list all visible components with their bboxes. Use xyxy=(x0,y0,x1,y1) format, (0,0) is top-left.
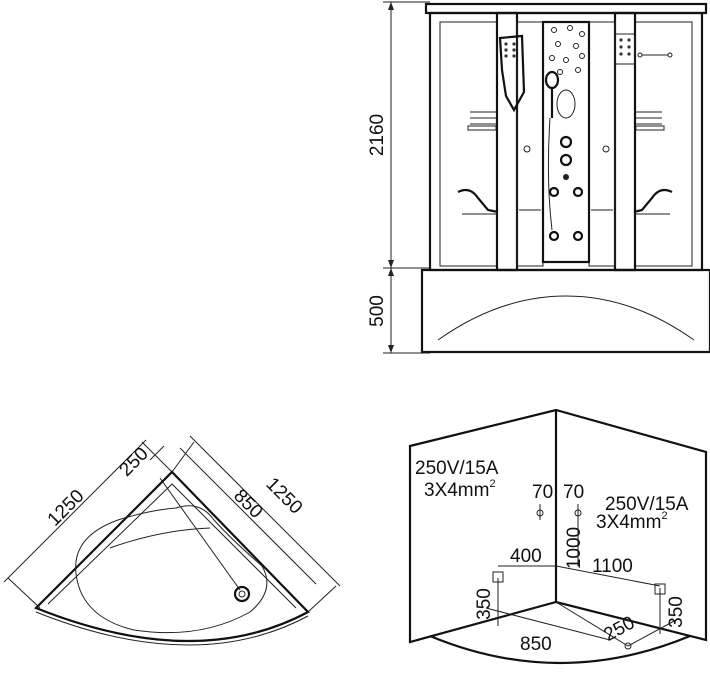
drain-dimension-line xyxy=(627,619,677,647)
tray-outline xyxy=(34,470,310,643)
extension-line xyxy=(7,577,41,609)
extension-line xyxy=(141,441,173,473)
door-knob xyxy=(602,145,610,153)
cabin-frame xyxy=(428,11,704,272)
drain-leader xyxy=(159,477,241,591)
corner-walls xyxy=(408,408,708,644)
base-height-label: 500 xyxy=(367,295,388,327)
right-door xyxy=(588,21,616,267)
left-power-line2-group: 3X4mm2 xyxy=(424,478,496,501)
control-knob xyxy=(559,153,573,167)
arrow xyxy=(388,345,394,353)
overhead-jets xyxy=(549,25,585,75)
floor-curve xyxy=(429,634,691,665)
right-socket-height-label: 350 xyxy=(666,596,687,628)
top-view: 1250 250 850 1250 xyxy=(3,435,341,646)
valve-right xyxy=(574,509,582,517)
right-handle xyxy=(633,188,673,214)
hand-shower-head xyxy=(544,70,560,90)
left-massage-panel xyxy=(498,34,526,113)
dimension-line xyxy=(3,439,147,583)
left-power-line1: 250V/15A xyxy=(415,458,499,479)
floor-diagonal xyxy=(555,601,629,647)
dimension-line xyxy=(189,435,341,587)
socket-left xyxy=(492,571,504,583)
total-height-label: 2160 xyxy=(367,114,388,156)
drain xyxy=(233,585,251,603)
inner-dimension-line xyxy=(179,447,317,585)
left-power-sup: 2 xyxy=(489,478,495,490)
drain-offset-label: 250 xyxy=(115,443,152,480)
shower-column xyxy=(541,20,591,264)
left-jets xyxy=(504,42,516,58)
basin-step xyxy=(109,527,211,549)
front-view: 2160 500 xyxy=(367,1,710,354)
right-side-label: 1250 xyxy=(262,474,307,519)
right-power-line2-group: 3X4mm2 xyxy=(596,510,668,533)
arrow xyxy=(388,2,394,10)
extension-line xyxy=(307,585,337,613)
control-knob xyxy=(559,135,573,149)
left-handle xyxy=(457,188,499,214)
valve-left xyxy=(536,509,544,517)
extension-line xyxy=(171,441,195,473)
arrow xyxy=(388,268,394,276)
body-jets xyxy=(548,186,584,242)
left-socket-distance-label: 400 xyxy=(510,546,542,567)
right-massage-panel xyxy=(614,33,636,65)
tray-contour xyxy=(437,295,695,341)
basin-contour xyxy=(75,505,268,634)
right-shelf xyxy=(635,111,665,131)
tray-front-edge xyxy=(35,611,309,646)
drain-dimension-line xyxy=(149,445,165,461)
left-power-line2: 3X4mm xyxy=(424,480,489,501)
right-post xyxy=(613,11,637,272)
control-button xyxy=(563,174,569,180)
socket-right xyxy=(654,583,666,595)
right-glass-panel xyxy=(634,21,693,267)
left-side-label: 1250 xyxy=(44,486,89,531)
left-socket-height-label: 350 xyxy=(474,588,495,620)
door-knob xyxy=(523,145,531,153)
left-glass-panel xyxy=(439,21,498,267)
floor-drain xyxy=(624,642,632,650)
floor-width-label: 850 xyxy=(520,634,552,655)
valve-right-offset-label: 70 xyxy=(563,482,584,503)
left-shelf xyxy=(467,111,497,131)
installation-view: 250V/15A 3X4mm2 250V/15A 3X4mm2 70 70 10… xyxy=(408,408,708,665)
floor-dimension-line xyxy=(485,607,611,641)
right-jets xyxy=(619,38,631,56)
cabin-roof xyxy=(424,2,708,15)
inner-width-label: 850 xyxy=(229,485,266,522)
right-power-sup: 2 xyxy=(661,510,667,522)
right-power-line1: 250V/15A xyxy=(605,494,689,515)
right-power-line2: 3X4mm xyxy=(596,512,661,533)
floor-drain-offset-label: 250 xyxy=(600,612,638,645)
arrow xyxy=(388,260,394,268)
left-door xyxy=(516,21,544,267)
valve-left-offset-label: 70 xyxy=(532,482,553,503)
shower-tray xyxy=(420,268,710,354)
shower-hose xyxy=(547,117,553,231)
drain-center xyxy=(238,590,246,598)
right-socket-distance-label: 1100 xyxy=(592,556,633,577)
mirror xyxy=(556,89,576,119)
valve-height-label: 1000 xyxy=(564,527,585,569)
socket-height-line-right xyxy=(555,565,661,587)
tray-rim xyxy=(47,483,297,609)
